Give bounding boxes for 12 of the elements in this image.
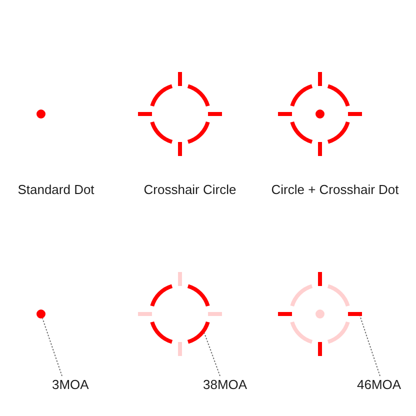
size-label: 46MOA [357, 376, 402, 393]
caption: Crosshair Circle [144, 181, 236, 198]
leader-line [42, 318, 62, 376]
leader-line [204, 332, 220, 376]
size-label: 3MOA [52, 376, 89, 393]
aiming-dot [36, 310, 46, 318]
crosshair [278, 272, 362, 356]
size-label: 38MOA [203, 376, 248, 393]
caption: Standard Dot [18, 181, 94, 198]
leader-line [360, 316, 380, 376]
reticle-ring [150, 284, 210, 344]
caption: Circle + Crosshair Dot [271, 181, 399, 198]
